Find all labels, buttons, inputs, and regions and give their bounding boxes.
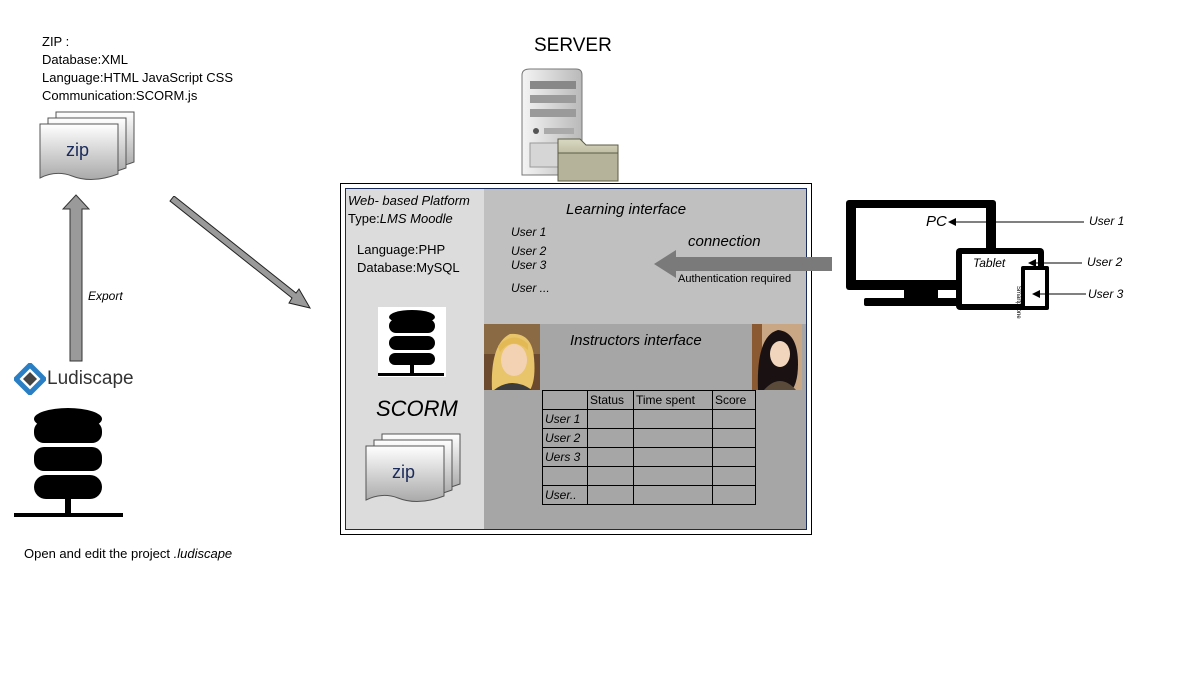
table-cell bbox=[542, 466, 588, 486]
table-cell bbox=[712, 428, 756, 448]
device-user-label: User 2 bbox=[1087, 255, 1123, 269]
monitor-icon bbox=[846, 200, 1049, 310]
instructor-avatar bbox=[752, 324, 802, 390]
lms-platform-box: Web- based Platform Type:LMS Moodle Lang… bbox=[340, 183, 832, 535]
table-cell bbox=[712, 466, 756, 486]
scorm-zip-icon: zip bbox=[364, 432, 464, 504]
platform-type-prefix: Type: bbox=[348, 211, 380, 226]
ludiscape-label: Ludiscape bbox=[47, 368, 134, 389]
connection-label: connection bbox=[688, 233, 761, 250]
table-cell bbox=[712, 409, 756, 429]
device-user-label: User 3 bbox=[1088, 287, 1124, 301]
zip-archive-icon: zip bbox=[38, 110, 138, 182]
learning-interface-title: Learning interface bbox=[566, 201, 687, 218]
scorm-label: SCORM bbox=[376, 396, 458, 421]
zip-info-line: Language:HTML JavaScript CSS bbox=[42, 70, 234, 85]
zip-label: zip bbox=[66, 140, 90, 160]
tablet-label: Tablet bbox=[973, 256, 1006, 270]
table-row bbox=[542, 466, 756, 486]
table-row: User.. bbox=[542, 485, 756, 505]
platform-info-panel: Web- based Platform Type:LMS Moodle Lang… bbox=[346, 189, 484, 529]
server-icon bbox=[518, 67, 622, 183]
table-cell bbox=[587, 428, 634, 448]
table-header-cell: Status bbox=[587, 390, 634, 410]
open-edit-text: Open and edit the project .ludiscape bbox=[24, 545, 232, 563]
zip-info-line: ZIP : bbox=[42, 34, 70, 49]
table-cell: Uers 3 bbox=[542, 447, 588, 467]
learning-user: User 2 bbox=[511, 244, 547, 258]
connection-arrow bbox=[654, 250, 832, 278]
server-title: SERVER bbox=[534, 35, 612, 56]
instructors-interface-panel: Instructors interface bbox=[484, 324, 806, 529]
pc-label: PC bbox=[926, 213, 947, 230]
database-icon bbox=[14, 405, 124, 520]
table-cell bbox=[633, 466, 713, 486]
learning-user: User 1 bbox=[511, 225, 547, 239]
authentication-label: Authentication required bbox=[678, 273, 792, 285]
table-cell bbox=[587, 466, 634, 486]
table-cell bbox=[587, 485, 634, 505]
progress-table: Status Time spent Score User 1 User 2 bbox=[542, 390, 756, 505]
open-edit-prefix: Open and edit the project bbox=[24, 546, 174, 561]
platform-type-value: LMS Moodle bbox=[379, 211, 453, 226]
table-row: Uers 3 bbox=[542, 447, 756, 467]
scorm-zip-label: zip bbox=[392, 462, 416, 482]
mysql-database-icon bbox=[376, 307, 448, 379]
table-cell: User.. bbox=[542, 485, 588, 505]
upload-arrow bbox=[168, 195, 313, 311]
open-edit-suffix: .ludiscape bbox=[173, 546, 233, 561]
device-user-label: User 1 bbox=[1089, 214, 1125, 228]
platform-language: Language:PHP bbox=[357, 242, 446, 257]
platform-database: Database:MySQL bbox=[357, 260, 460, 275]
table-cell: User 2 bbox=[542, 428, 588, 448]
ludiscape-logo-icon bbox=[12, 361, 48, 397]
device-pointer-arrows bbox=[948, 214, 1088, 304]
table-header-cell: Score bbox=[712, 390, 756, 410]
export-arrow bbox=[61, 194, 91, 362]
platform-frame: Web- based Platform Type:LMS Moodle Lang… bbox=[345, 188, 832, 530]
table-row: User 1 bbox=[542, 409, 756, 429]
table-row: User 2 bbox=[542, 428, 756, 448]
platform-type-line: Web- based Platform bbox=[348, 193, 470, 208]
table-cell bbox=[633, 447, 713, 467]
instructors-interface-title: Instructors interface bbox=[570, 332, 702, 349]
table-header-row: Status Time spent Score bbox=[542, 390, 756, 410]
table-cell bbox=[587, 409, 634, 429]
table-cell bbox=[633, 428, 713, 448]
instructor-avatar bbox=[484, 324, 540, 390]
zip-info-line: Database:XML bbox=[42, 52, 128, 67]
learning-user: User ... bbox=[511, 281, 550, 295]
table-header-cell bbox=[542, 390, 588, 410]
platform-type: Type:LMS Moodle bbox=[348, 210, 453, 228]
table-header-cell: Time spent bbox=[633, 390, 713, 410]
table-cell bbox=[712, 485, 756, 505]
export-label: Export bbox=[88, 289, 123, 303]
table-cell: User 1 bbox=[542, 409, 588, 429]
devices-illustration: PC Tablet Smartphone bbox=[844, 198, 1054, 319]
table-cell bbox=[633, 409, 713, 429]
table-cell bbox=[587, 447, 634, 467]
zip-info: ZIP : Database:XML Language:HTML JavaScr… bbox=[42, 33, 233, 105]
learning-interface-panel: Learning interface User 1 User 2 User 3 … bbox=[484, 189, 832, 324]
learning-user: User 3 bbox=[511, 258, 547, 272]
table-cell bbox=[633, 485, 713, 505]
zip-info-line: Communication:SCORM.js bbox=[42, 88, 198, 103]
table-cell bbox=[712, 447, 756, 467]
